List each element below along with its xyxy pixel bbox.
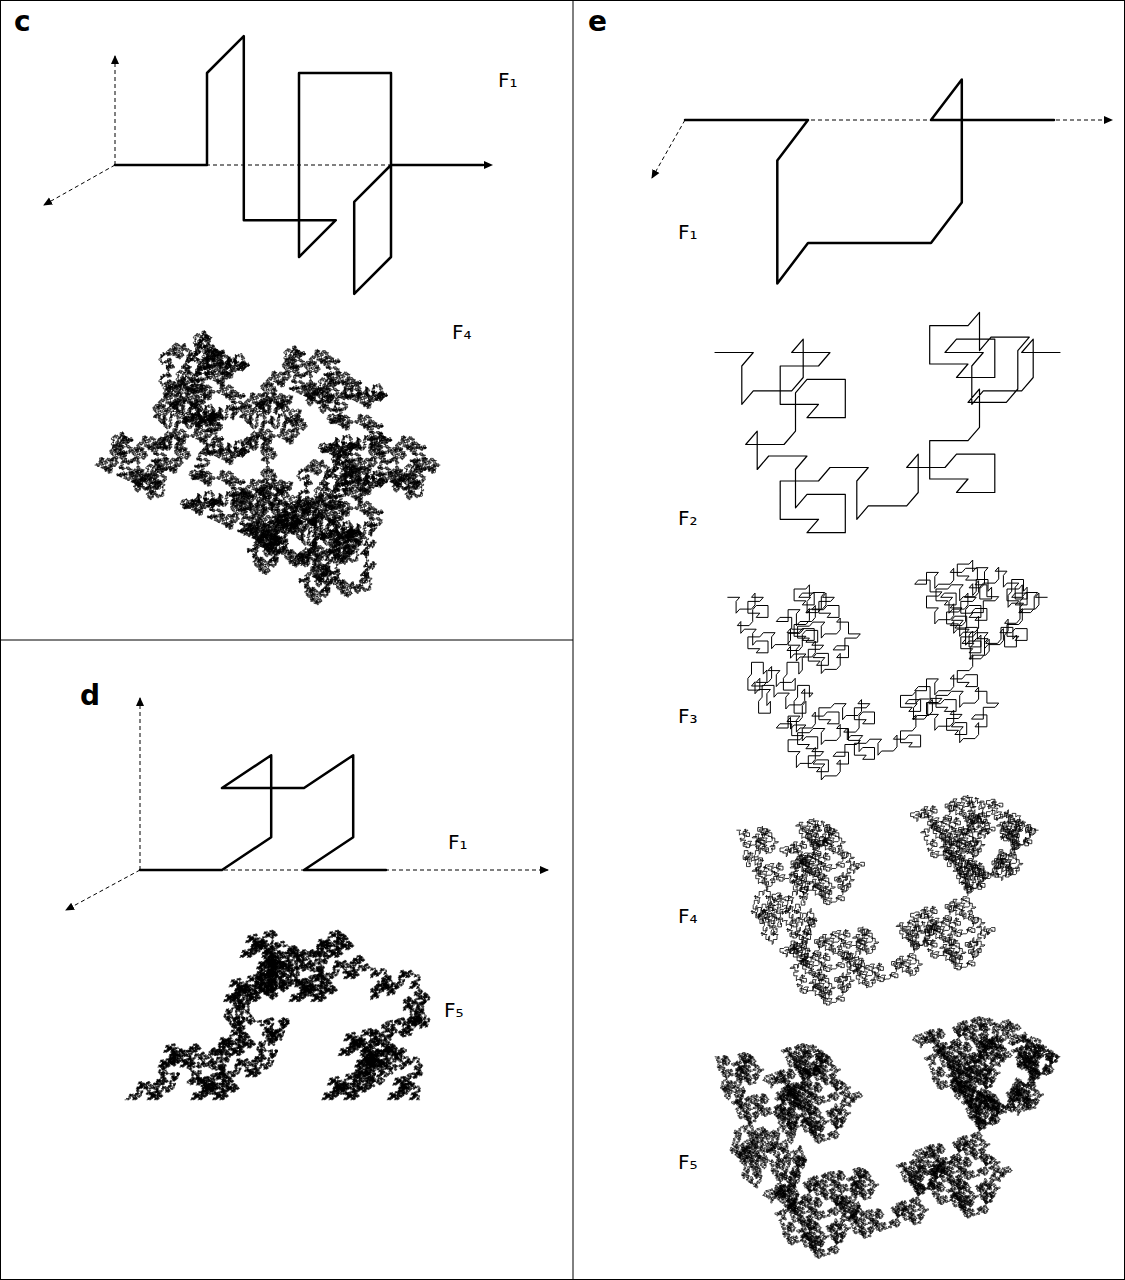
fractal-curve — [737, 795, 1038, 1005]
coordinate-axes — [44, 56, 1112, 910]
fractal-curve — [715, 1016, 1060, 1258]
panel-letter: c — [14, 8, 31, 36]
iteration-label: F₁ — [448, 832, 468, 852]
panel-letter: e — [588, 8, 607, 36]
fractal-curve — [728, 560, 1047, 780]
panel-divider — [0, 640, 573, 641]
iteration-label: F₅ — [444, 1000, 464, 1020]
generator-curve — [685, 79, 1054, 283]
fractal-curve — [95, 330, 440, 604]
generator-curve — [115, 36, 483, 294]
iteration-label: F₁ — [678, 222, 698, 242]
fractal-curve — [125, 930, 430, 1100]
iteration-label: F₅ — [678, 1152, 698, 1172]
iteration-label: F₄ — [678, 906, 698, 926]
iteration-label: F₂ — [678, 508, 698, 528]
iteration-label: F₄ — [452, 322, 472, 342]
iteration-label: F₃ — [678, 706, 698, 726]
panel-letter: d — [80, 682, 100, 710]
generator-curve — [140, 755, 386, 870]
iteration-label: F₁ — [498, 70, 518, 90]
fractal-curve — [715, 312, 1060, 532]
